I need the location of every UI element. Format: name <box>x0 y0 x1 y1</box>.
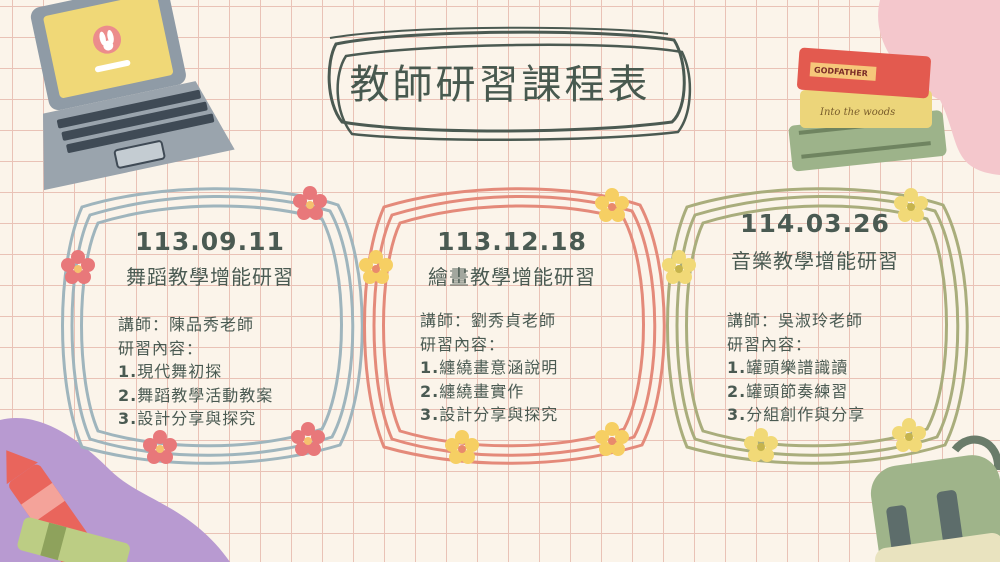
rabbit-icon <box>93 25 122 54</box>
laptop-icon <box>30 0 235 191</box>
flower-icon <box>595 422 629 456</box>
item-text: 設計分享與探究 <box>137 409 257 428</box>
list-item: 1.纏繞畫意涵說明 <box>420 356 558 380</box>
flower-icon <box>293 186 327 220</box>
book-title-2: Into the woods <box>819 107 895 118</box>
card-frame <box>662 187 969 465</box>
instructor: 講師：劉秀貞老師 <box>420 311 557 330</box>
course-card-1: 113.09.11 舞蹈教學增能研習 講師：陳品秀老師 研習內容： 1.現代舞初… <box>60 185 364 465</box>
content-label: 研習內容： <box>118 338 204 358</box>
page-title: 教師研習課程表 <box>349 62 651 108</box>
flower-icon <box>892 418 926 452</box>
backpack-icon <box>870 435 1000 562</box>
list-item: 2.罐頭節奏練習 <box>727 380 865 404</box>
item-number: 1. <box>118 362 138 381</box>
content-label: 研習內容： <box>420 334 506 354</box>
course-topic: 音樂教學增能研習 <box>731 249 899 273</box>
crayon-icon <box>6 450 130 562</box>
flower-icon <box>359 250 393 284</box>
card-frame <box>359 187 666 465</box>
course-date: 113.12.18 <box>437 227 587 256</box>
list-item: 1.罐頭樂譜識讀 <box>727 356 865 380</box>
title-frame <box>327 26 692 142</box>
item-text: 舞蹈教學活動教案 <box>137 385 274 405</box>
flower-icon <box>445 430 479 464</box>
flower-icon <box>143 430 177 464</box>
instructor: 講師：陳品秀老師 <box>118 315 255 334</box>
course-details: 講師：吳淑玲老師 研習內容： 1.罐頭樂譜識讀 2.罐頭節奏練習 3.分組創作與… <box>727 309 865 427</box>
course-topic: 繪畫教學增能研習 <box>428 265 596 289</box>
content-label: 研習內容： <box>727 334 813 354</box>
flower-icon <box>744 428 778 462</box>
item-text: 纏繞畫意涵說明 <box>439 358 559 377</box>
flower-icon <box>894 188 928 222</box>
item-number: 1. <box>727 358 747 377</box>
item-text: 現代舞初探 <box>137 362 223 381</box>
book-title-1: GODFATHER <box>814 66 868 79</box>
course-date: 114.03.26 <box>740 209 890 238</box>
flower-icon <box>291 422 325 456</box>
course-topic: 舞蹈教學增能研習 <box>126 265 294 289</box>
item-text: 分組創作與分享 <box>746 405 866 424</box>
flower-icon <box>662 250 696 284</box>
course-details: 講師：劉秀貞老師 研習內容： 1.纏繞畫意涵說明 2.纏繞畫實作 3.設計分享與… <box>420 309 558 427</box>
course-card-3: 114.03.26 音樂教學增能研習 講師：吳淑玲老師 研習內容： 1.罐頭樂譜… <box>662 185 969 465</box>
flower-icon <box>61 250 95 284</box>
list-item: 3.設計分享與探究 <box>420 403 558 427</box>
item-number: 2. <box>727 381 747 401</box>
item-text: 罐頭節奏練習 <box>746 381 849 401</box>
item-number: 3. <box>118 409 138 428</box>
item-number: 1. <box>420 358 440 377</box>
item-number: 2. <box>118 385 138 405</box>
list-item: 3.分組創作與分享 <box>727 403 865 427</box>
item-number: 2. <box>420 381 440 401</box>
item-number: 3. <box>727 405 747 424</box>
course-details: 講師：陳品秀老師 研習內容： 1.現代舞初探 2.舞蹈教學活動教案 3.設計分享… <box>118 313 273 431</box>
course-date: 113.09.11 <box>135 227 285 256</box>
list-item: 2.舞蹈教學活動教案 <box>118 384 273 408</box>
list-item: 1.現代舞初探 <box>118 360 273 384</box>
list-item: 3.設計分享與探究 <box>118 407 273 431</box>
item-text: 纏繞畫實作 <box>439 381 525 401</box>
books-stack-icon: Into the woods GODFATHER <box>788 47 947 172</box>
card-frame <box>61 186 364 465</box>
instructor: 講師：吳淑玲老師 <box>727 311 864 330</box>
item-text: 罐頭樂譜識讀 <box>746 358 849 377</box>
flower-icon <box>595 188 629 222</box>
list-item: 2.纏繞畫實作 <box>420 380 558 404</box>
item-text: 設計分享與探究 <box>439 405 559 424</box>
item-number: 3. <box>420 405 440 424</box>
course-card-2: 113.12.18 繪畫教學增能研習 講師：劉秀貞老師 研習內容： 1.纏繞畫意… <box>359 185 666 465</box>
